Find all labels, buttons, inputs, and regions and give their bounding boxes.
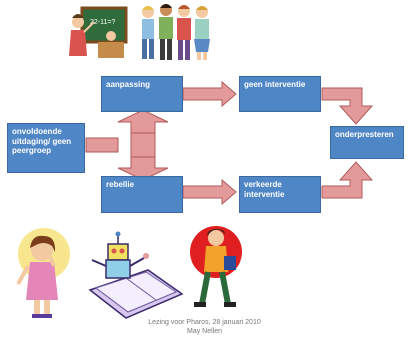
teacher-at-blackboard-clipart: 22-11=? [69,6,128,58]
boy-walking-clipart [190,226,242,307]
split-arrow-up [117,109,169,134]
adaptation-box: aanpassing [101,76,183,112]
svg-text:22-11=?: 22-11=? [90,19,115,26]
no-intervention-to-underachievement-arrow [321,87,374,125]
wrong-intervention-label: verkeerde interventie [244,180,285,199]
rebellion-box: rebellie [101,176,183,213]
no-intervention-label: geen interventie [244,80,306,89]
wrong-intervention-to-underachievement-arrow [321,161,374,199]
adaptation-label: aanpassing [106,80,151,89]
footer-line-1: Lezing voor Pharos, 28 januari 2010 [148,319,261,326]
cause-box: onvoldoende uitdaging/ geen peergroep [7,123,85,173]
wrong-intervention-box: verkeerde interventie [239,176,321,213]
rebellion-to-wrong-intervention-arrow [182,178,237,206]
rebellion-label: rebellie [106,180,135,189]
no-intervention-box: geen interventie [239,76,321,112]
split-arrow-stem [130,132,156,158]
cause-label: onvoldoende uitdaging/ geen peergroep [12,127,72,155]
underachievement-box: onderpresteren [330,126,404,159]
footer: Lezing voor Pharos, 28 januari 2010 May … [0,318,409,336]
adaptation-to-no-intervention-arrow [182,80,237,108]
group-of-students-clipart [142,4,210,60]
underachievement-label: onderpresteren [335,130,394,139]
cause-arrow [85,137,119,153]
girl-thinking-clipart [16,228,70,318]
robot-with-book-clipart [88,231,184,319]
footer-line-2: May Nellen [186,328,222,335]
